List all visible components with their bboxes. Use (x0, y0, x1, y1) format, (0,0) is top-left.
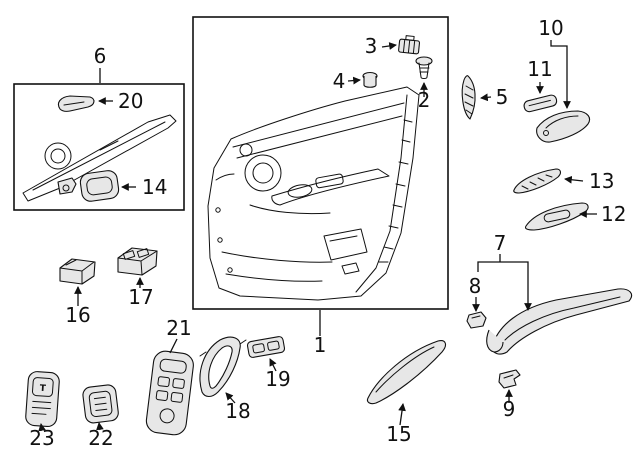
part-8-drawing (466, 311, 487, 329)
callout-label-10[interactable]: 10 (538, 16, 563, 40)
leader-line-21 (169, 338, 178, 354)
part-13-drawing (513, 168, 561, 194)
leader-arrow-13 (564, 175, 584, 184)
part-12-drawing (524, 202, 589, 231)
part-23-drawing: T (25, 371, 60, 427)
callout-label-9[interactable]: 9 (503, 397, 516, 421)
callout-label-8[interactable]: 8 (469, 274, 482, 298)
part-18-drawing (199, 336, 247, 398)
part-3-drawing (398, 35, 421, 55)
leader-arrow-4 (347, 76, 361, 85)
part-2-drawing (415, 56, 433, 79)
part-17-drawing (117, 247, 158, 276)
leader-arrow-5 (480, 93, 492, 102)
leader-arrow-23 (38, 423, 46, 432)
callout-label-6[interactable]: 6 (94, 44, 107, 68)
part-10-drawing (536, 110, 591, 143)
part-15-drawing (366, 340, 447, 405)
leader-arrow-15 (398, 403, 406, 426)
part-23-t-marking: T (39, 384, 47, 394)
callout-label-17[interactable]: 17 (128, 285, 153, 309)
callout-label-15[interactable]: 15 (386, 422, 411, 446)
group-box-1 (192, 16, 449, 310)
part-11-drawing (523, 94, 558, 113)
group-box-6 (13, 83, 185, 211)
callout-label-11[interactable]: 11 (527, 57, 552, 81)
upper-trim-strip-drawing (22, 114, 177, 202)
callout-label-21[interactable]: 21 (166, 316, 191, 340)
callout-label-5[interactable]: 5 (496, 85, 509, 109)
callout-label-2[interactable]: 2 (418, 88, 431, 112)
callout-label-13[interactable]: 13 (589, 169, 614, 193)
leader-arrow-18 (225, 392, 236, 404)
leader-arrow-19 (269, 358, 277, 372)
callout-label-18[interactable]: 18 (225, 399, 250, 423)
part-7-drawing (486, 288, 633, 355)
callout-label-20[interactable]: 20 (118, 89, 143, 113)
callout-label-16[interactable]: 16 (65, 303, 90, 327)
leader-bracket-7 (477, 261, 532, 311)
callout-label-4[interactable]: 4 (333, 69, 346, 93)
part-21-drawing (145, 350, 194, 436)
part-19-drawing (246, 336, 286, 358)
callout-label-22[interactable]: 22 (88, 426, 113, 450)
callout-label-14[interactable]: 14 (142, 175, 167, 199)
leader-arrow-22 (96, 422, 104, 431)
callout-label-3[interactable]: 3 (365, 34, 378, 58)
part-22-drawing (82, 384, 119, 424)
callout-label-12[interactable]: 12 (601, 202, 626, 226)
leader-arrow-10 (550, 40, 571, 109)
callout-label-1[interactable]: 1 (314, 333, 327, 357)
leader-arrow-3 (381, 42, 397, 50)
clip-near-14-drawing (57, 177, 77, 195)
part-9-drawing (498, 369, 521, 389)
part-4-drawing (362, 71, 378, 88)
callout-label-19[interactable]: 19 (265, 367, 290, 391)
part-20-drawing (57, 95, 95, 112)
part-14-drawing (79, 170, 120, 202)
part-16-drawing (59, 258, 96, 285)
door-trim-panel-drawing (207, 86, 420, 301)
callout-label-7[interactable]: 7 (494, 231, 507, 255)
callout-label-23[interactable]: 23 (29, 426, 54, 450)
part-5-drawing (461, 75, 476, 120)
